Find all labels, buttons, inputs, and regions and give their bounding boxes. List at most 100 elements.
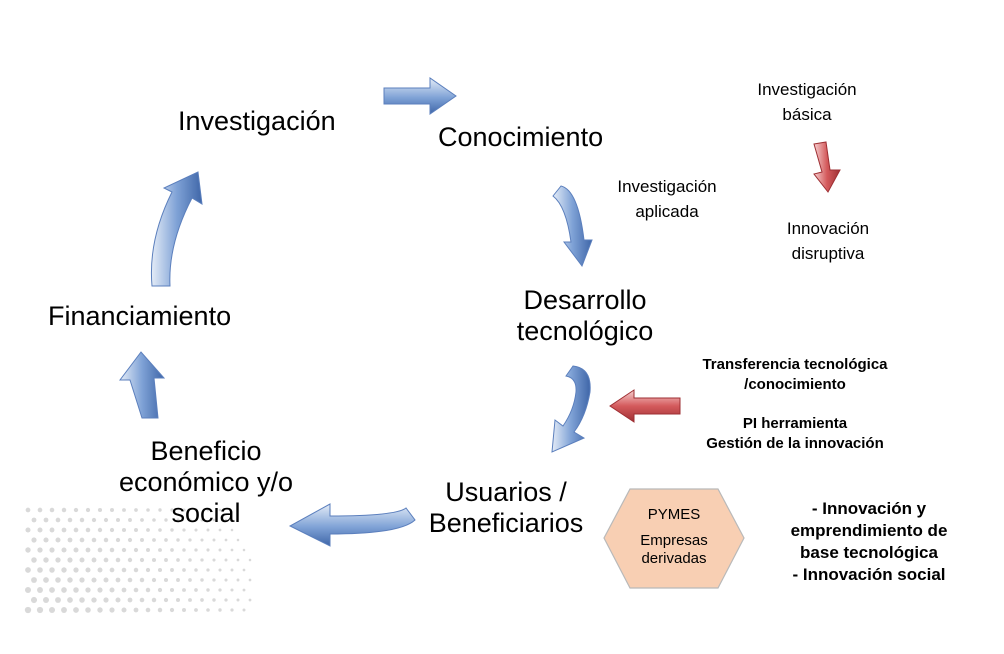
decorative-dot — [212, 518, 216, 522]
label-transferencia-line1: Transferencia tecnológica — [702, 356, 888, 373]
decorative-dot — [115, 517, 121, 523]
label-transferencia-tecnologica: Transferencia tecnológica /conocimiento — [690, 355, 900, 394]
decorative-dot — [97, 607, 103, 613]
decorative-dot — [121, 567, 127, 573]
decorative-dot — [230, 528, 234, 532]
decorative-dot — [103, 577, 109, 583]
decorative-dot — [134, 528, 138, 532]
decorative-dot — [85, 507, 91, 513]
decorative-dot — [103, 557, 109, 563]
decorative-dot — [224, 558, 228, 562]
decorative-dot — [230, 588, 234, 592]
decorative-dot — [73, 607, 79, 613]
decorative-dot — [109, 547, 115, 553]
label-disruptiva-line1: Innovación — [786, 219, 870, 238]
decorative-dot — [170, 548, 174, 552]
label-basica-line2: básica — [782, 104, 832, 124]
decorative-dot — [24, 606, 32, 614]
decorative-dot — [73, 507, 79, 513]
decorative-dot — [176, 558, 180, 562]
decorative-dot — [188, 538, 192, 542]
decorative-dot — [91, 577, 97, 583]
decorative-dot — [248, 578, 252, 582]
decorative-dot — [61, 567, 67, 573]
decorative-dot — [127, 557, 133, 563]
decorative-dot — [85, 527, 91, 533]
decorative-dot — [43, 577, 49, 583]
decorative-dot — [212, 558, 216, 562]
decorative-dot — [48, 606, 56, 614]
decorative-dot — [163, 577, 169, 583]
arrow-basica-to-disruptiva — [813, 141, 841, 193]
decorative-dot — [30, 596, 38, 604]
decorative-dot — [158, 508, 162, 512]
decorative-dot — [140, 538, 144, 542]
decorative-dot — [236, 538, 240, 542]
decorative-dot — [31, 577, 37, 583]
node-usuarios-line1: Usuarios / — [445, 477, 567, 507]
label-basica-line1: Investigación — [757, 80, 857, 99]
node-financiamiento: Financiamiento — [48, 301, 232, 331]
decorative-dot — [188, 558, 192, 562]
arrow-desarrollo-to-usuarios — [551, 365, 591, 453]
decorative-dot — [218, 548, 222, 552]
decorative-dot — [145, 587, 151, 593]
decorative-dot — [67, 577, 73, 583]
decorative-dot — [242, 588, 246, 592]
decorative-dot — [194, 548, 198, 552]
decorative-dot — [248, 598, 252, 602]
decorative-dot — [97, 567, 103, 573]
hexagon-line3: derivadas — [641, 550, 707, 567]
decorative-dot — [170, 508, 174, 512]
decorative-dot — [212, 598, 216, 602]
decorative-dot — [194, 588, 198, 592]
decorative-dot — [115, 537, 121, 543]
decorative-dot — [169, 607, 175, 613]
label-innovacion-emprendimiento: - Innovación y emprendimiento de base te… — [764, 498, 974, 586]
decorative-dot — [61, 587, 67, 593]
decorative-dot — [139, 597, 145, 603]
decorative-dot — [236, 558, 240, 562]
label-innovacion-line4: - Innovación social — [792, 565, 946, 585]
node-beneficio-economico: Beneficio económico y/o social — [100, 436, 312, 529]
decorative-dot — [25, 567, 31, 573]
decorative-dot — [36, 606, 44, 614]
decorative-dot — [85, 547, 91, 553]
decorative-dot — [182, 548, 186, 552]
decorative-dot — [61, 507, 67, 513]
decorative-dot — [121, 587, 127, 593]
decorative-dot — [230, 568, 234, 572]
decorative-dot — [163, 597, 169, 603]
decorative-dot — [145, 567, 151, 573]
decorative-dot — [164, 518, 168, 522]
decorative-dot — [157, 567, 163, 573]
node-beneficio-line2: económico y/o — [118, 467, 294, 498]
decorative-dot — [115, 557, 121, 563]
decorative-dot — [236, 598, 240, 602]
decorative-dot — [176, 538, 180, 542]
decorative-dot — [175, 597, 181, 603]
decorative-dot — [55, 557, 61, 563]
decorative-dot — [31, 537, 37, 543]
decorative-dot — [43, 517, 49, 523]
decorative-dot — [151, 597, 157, 603]
decorative-dot — [206, 588, 210, 592]
decorative-dot — [24, 586, 32, 594]
decorative-dot — [218, 568, 222, 572]
node-desarrollo-tecnologico: Desarrollo tecnológico — [500, 285, 670, 347]
arrow-financiamiento-to-investigacion — [150, 171, 203, 287]
decorative-dot — [169, 587, 175, 593]
decorative-dot — [224, 518, 228, 522]
decorative-dot — [127, 577, 133, 583]
decorative-dot — [109, 587, 115, 593]
decorative-dot — [37, 547, 43, 553]
pymes-hexagon-text: PYMES Empresas derivadas — [604, 506, 744, 568]
decorative-dot — [158, 528, 162, 532]
decorative-dot — [145, 547, 151, 553]
decorative-dot — [206, 528, 210, 532]
decorative-dot — [194, 568, 198, 572]
decorative-dot — [230, 548, 234, 552]
decorative-dot — [115, 577, 121, 583]
decorative-dot — [73, 567, 79, 573]
decorative-dot — [67, 557, 73, 563]
